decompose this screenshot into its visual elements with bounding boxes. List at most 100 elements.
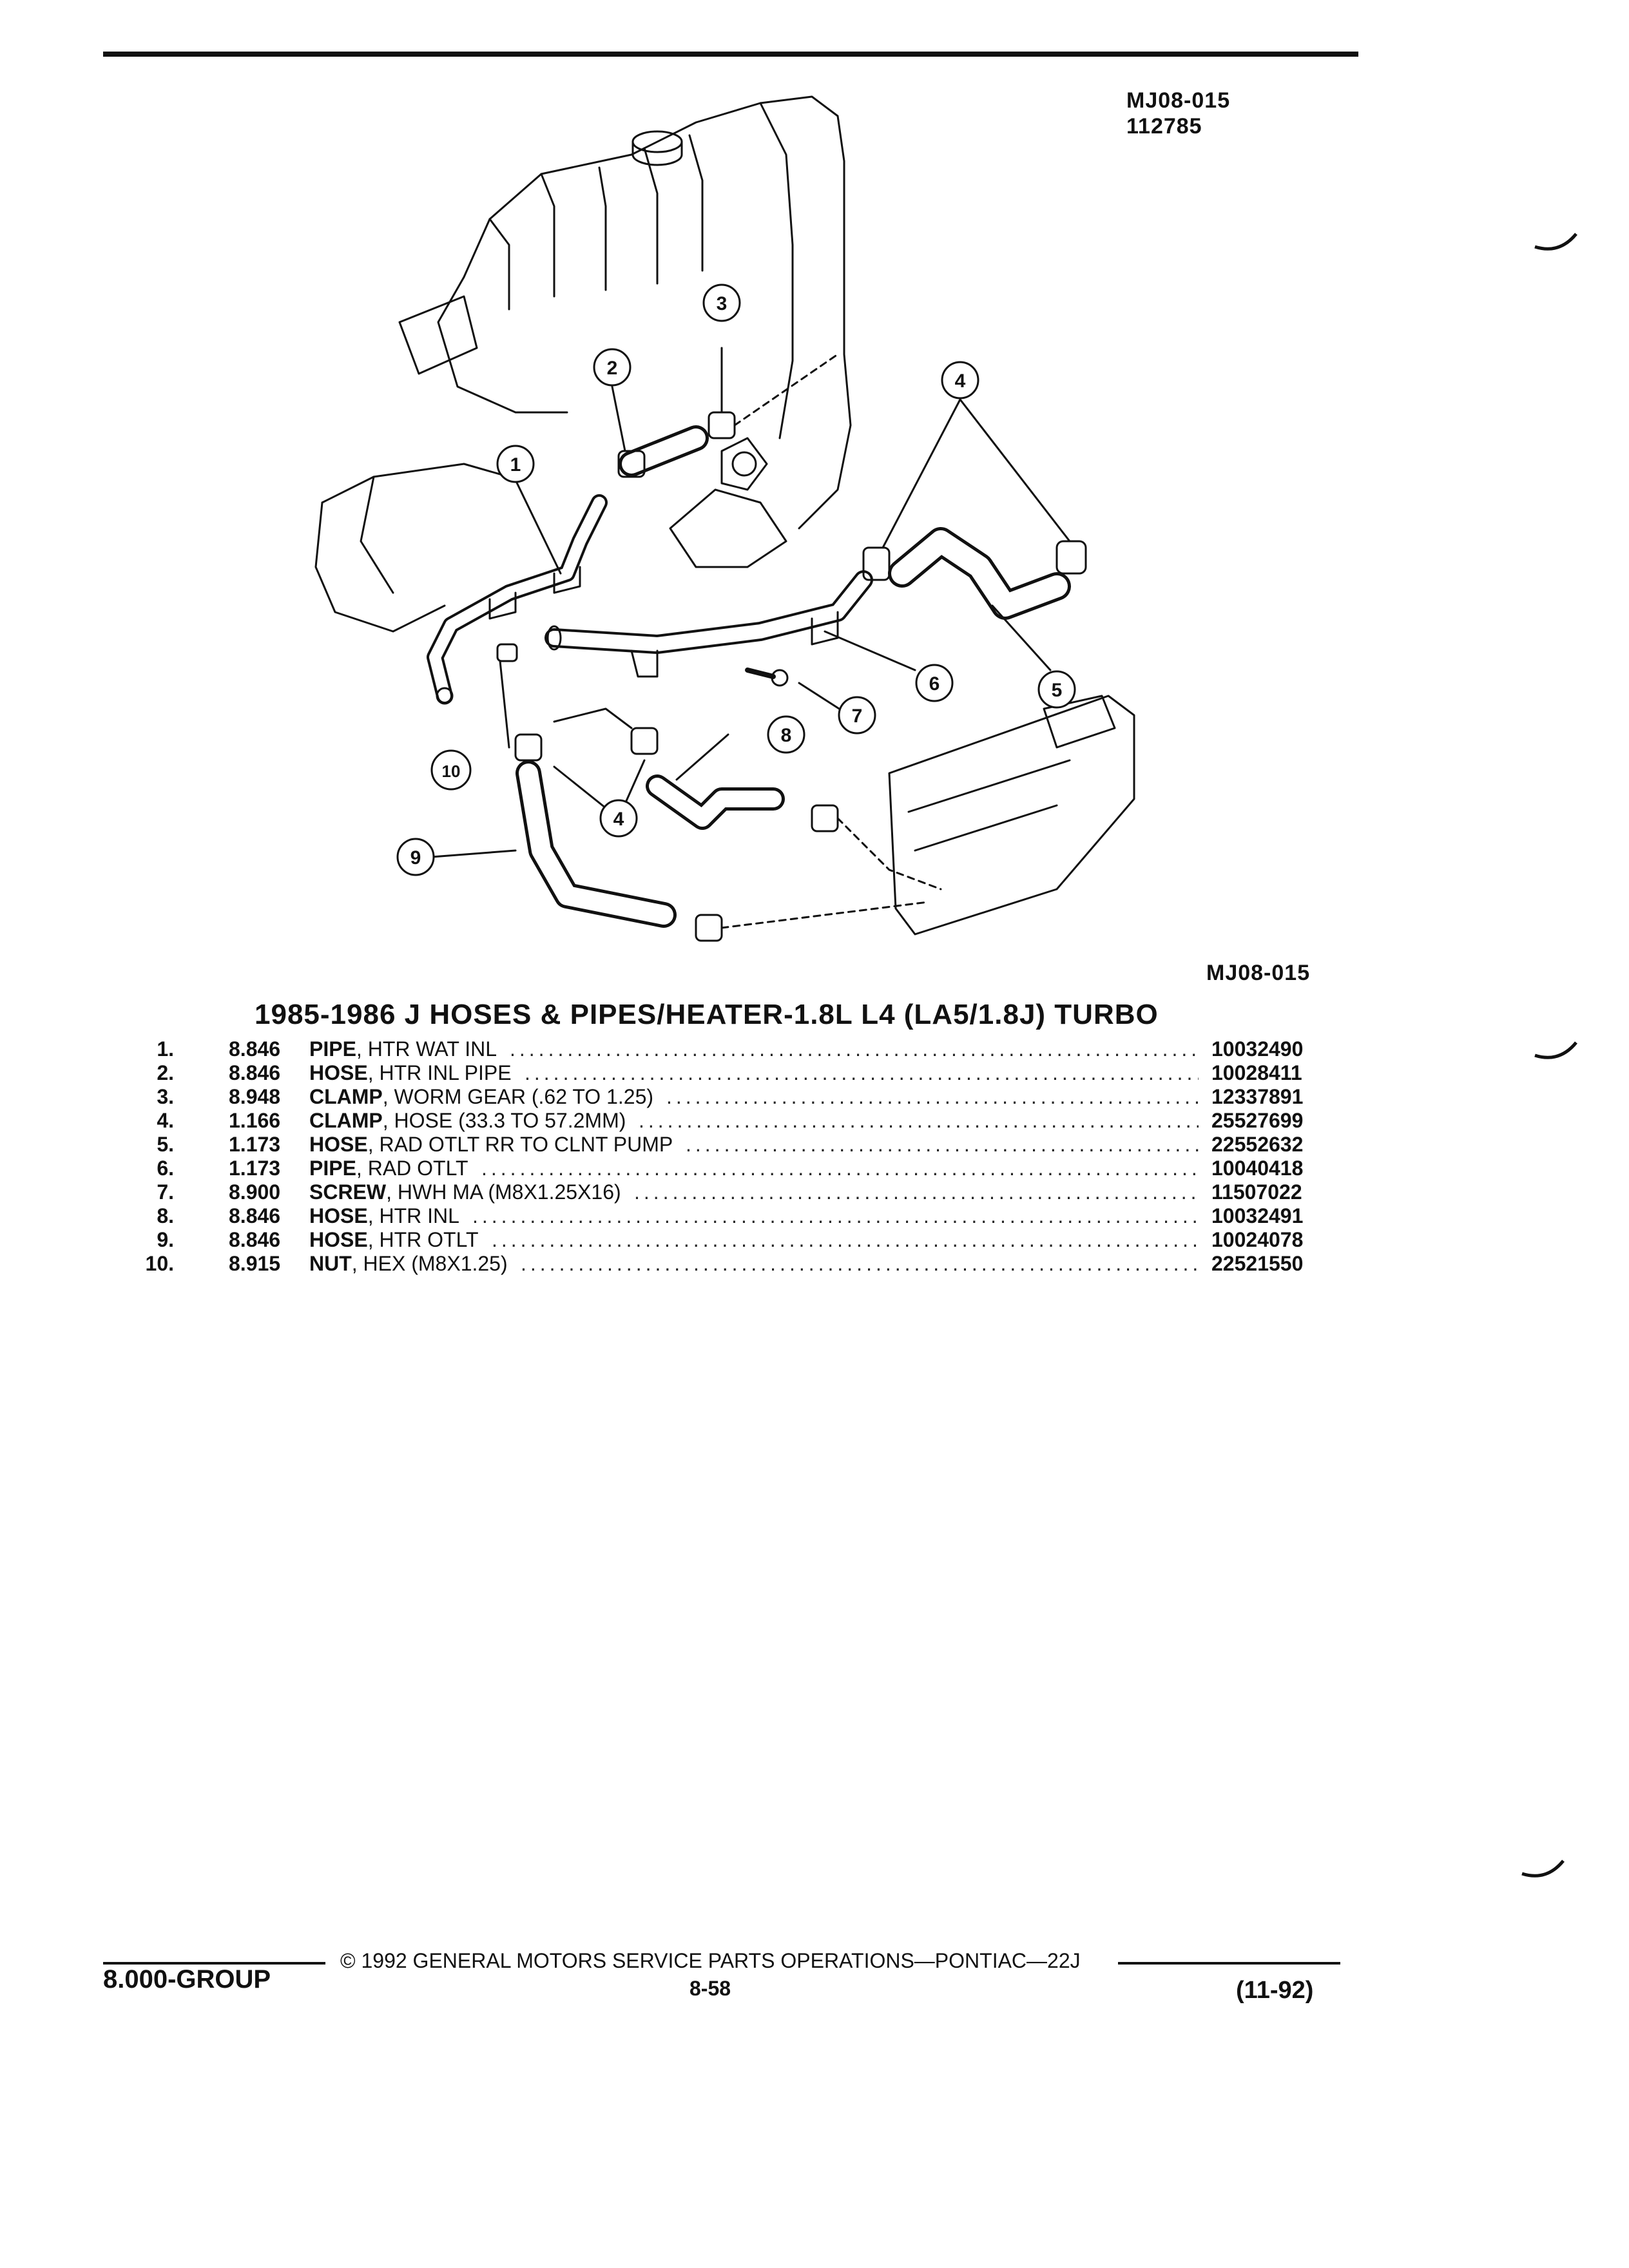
footer-rule-left bbox=[103, 1962, 325, 1965]
part-group-number: 1.173 bbox=[229, 1133, 281, 1156]
margin-mark-icon bbox=[1534, 233, 1577, 251]
svg-text:2: 2 bbox=[607, 358, 618, 379]
footer-date: (11-92) bbox=[1236, 1977, 1314, 2004]
part-index: 7. bbox=[157, 1180, 174, 1204]
diagram-bottom-code: MJ08-015 bbox=[1206, 961, 1311, 985]
callout-9: 9 bbox=[396, 838, 435, 876]
part-description: , HOSE (33.3 TO 57.2MM) bbox=[382, 1109, 626, 1132]
part-index: 5. bbox=[157, 1133, 174, 1156]
svg-text:4: 4 bbox=[613, 809, 624, 830]
footer-group: 8.000-GROUP bbox=[103, 1965, 271, 1994]
footer-rule-right bbox=[1118, 1962, 1340, 1965]
part-name-label: HOSE bbox=[309, 1061, 368, 1084]
part-index: 2. bbox=[157, 1061, 174, 1084]
leader-dots: ........................................… bbox=[472, 1204, 1199, 1227]
part-number: 10024078 bbox=[1211, 1228, 1304, 1251]
part-name: NUT, HEX (M8X1.25) bbox=[309, 1252, 508, 1276]
part-description: , HTR INL bbox=[367, 1204, 459, 1227]
part-group-number: 8.846 bbox=[229, 1037, 281, 1061]
part-number: 22552632 bbox=[1211, 1133, 1304, 1156]
part-number: 22521550 bbox=[1211, 1252, 1304, 1275]
callout-10: 10 bbox=[430, 749, 472, 791]
part-group-number: 8.846 bbox=[229, 1228, 281, 1251]
part-number: 25527699 bbox=[1211, 1109, 1304, 1132]
part-group-number: 8.900 bbox=[229, 1180, 281, 1204]
part-index: 3. bbox=[157, 1085, 174, 1108]
part-name: SCREW, HWH MA (M8X1.25X16) bbox=[309, 1180, 621, 1204]
part-description: , HTR WAT INL bbox=[356, 1037, 497, 1061]
leader-dots: ........................................… bbox=[525, 1061, 1199, 1084]
part-name-label: HOSE bbox=[309, 1228, 368, 1251]
part-group-number: 8.846 bbox=[229, 1204, 281, 1227]
part-name: CLAMP, WORM GEAR (.62 TO 1.25) bbox=[309, 1085, 653, 1109]
part-name: HOSE, HTR INL bbox=[309, 1204, 459, 1228]
exploded-parts-diagram: 1 2 3 4 4 5 6 7 8 9 10 bbox=[314, 95, 1135, 942]
leader-dots: ........................................… bbox=[686, 1133, 1199, 1156]
part-name-label: NUT bbox=[309, 1252, 352, 1275]
nut-10 bbox=[496, 643, 518, 662]
heater-case bbox=[888, 695, 1135, 936]
leader-dots: ........................................… bbox=[492, 1228, 1199, 1251]
svg-text:8: 8 bbox=[781, 725, 792, 746]
part-group-number: 1.166 bbox=[229, 1109, 281, 1132]
heater-inlet-hose-2 bbox=[617, 353, 839, 478]
leader-dots: ........................................… bbox=[510, 1037, 1199, 1061]
part-group-number: 8.915 bbox=[229, 1252, 281, 1275]
part-name-label: CLAMP bbox=[309, 1109, 383, 1132]
leader-dots: ........................................… bbox=[639, 1109, 1199, 1132]
part-number: 10040418 bbox=[1211, 1157, 1304, 1180]
heater-pipe-1 bbox=[427, 494, 608, 705]
callout-7: 7 bbox=[838, 696, 876, 735]
callout-6: 6 bbox=[915, 664, 954, 702]
leader-lines bbox=[430, 347, 1071, 858]
part-number: 11507022 bbox=[1211, 1180, 1302, 1204]
radiator-outlet-hose-5 bbox=[862, 527, 1087, 620]
parts-list-row: 7. 8.900 SCREW, HWH MA (M8X1.25X16).......… bbox=[122, 1180, 1360, 1204]
svg-text:4: 4 bbox=[955, 370, 966, 392]
callout-2: 2 bbox=[593, 348, 631, 387]
footer-page-number: 8-58 bbox=[689, 1977, 731, 2000]
radiator-outlet-pipe-6 bbox=[545, 570, 873, 678]
part-description: , HWH MA (M8X1.25X16) bbox=[386, 1180, 621, 1204]
part-name: CLAMP, HOSE (33.3 TO 57.2MM) bbox=[309, 1109, 626, 1133]
part-name: HOSE, RAD OTLT RR TO CLNT PUMP bbox=[309, 1133, 673, 1157]
screw-7 bbox=[745, 668, 776, 679]
leader-dots: ........................................… bbox=[666, 1085, 1199, 1108]
part-number: 12337891 bbox=[1211, 1085, 1304, 1108]
callout-4-upper: 4 bbox=[941, 361, 979, 399]
part-description: , WORM GEAR (.62 TO 1.25) bbox=[382, 1085, 654, 1108]
part-name: PIPE, HTR WAT INL bbox=[309, 1037, 497, 1061]
leader-dots: ........................................… bbox=[634, 1180, 1199, 1204]
part-number: 10032491 bbox=[1211, 1204, 1304, 1227]
part-description: , RAD OTLT RR TO CLNT PUMP bbox=[367, 1133, 673, 1156]
part-index: 4. bbox=[157, 1109, 174, 1132]
callout-8: 8 bbox=[767, 715, 805, 754]
callout-5: 5 bbox=[1037, 670, 1076, 709]
footer-copyright: © 1992 GENERAL MOTORS SERVICE PARTS OPER… bbox=[340, 1949, 1081, 1972]
diagram-code: MJ08-015 bbox=[1126, 88, 1231, 113]
part-name-label: PIPE bbox=[309, 1037, 356, 1061]
margin-mark-icon bbox=[1534, 1041, 1577, 1059]
part-name-label: SCREW bbox=[309, 1180, 387, 1204]
diagram-number: 112785 bbox=[1126, 114, 1202, 139]
page-title: 1985-1986 J HOSES & PIPES/HEATER-1.8L L4… bbox=[255, 999, 1159, 1030]
part-group-number: 8.846 bbox=[229, 1061, 281, 1084]
svg-text:6: 6 bbox=[929, 673, 940, 695]
part-name: HOSE, HTR OTLT bbox=[309, 1228, 479, 1252]
svg-text:9: 9 bbox=[410, 847, 421, 869]
callout-1: 1 bbox=[496, 445, 535, 483]
svg-text:10: 10 bbox=[442, 762, 461, 781]
part-index: 10. bbox=[145, 1252, 174, 1275]
part-index: 9. bbox=[157, 1228, 174, 1251]
margin-mark-icon bbox=[1521, 1860, 1565, 1878]
part-description: , HEX (M8X1.25) bbox=[351, 1252, 508, 1275]
svg-text:1: 1 bbox=[510, 454, 521, 476]
parts-list-row: 5. 1.173 HOSE, RAD OTLT RR TO CLNT PUMP...… bbox=[122, 1133, 1360, 1157]
